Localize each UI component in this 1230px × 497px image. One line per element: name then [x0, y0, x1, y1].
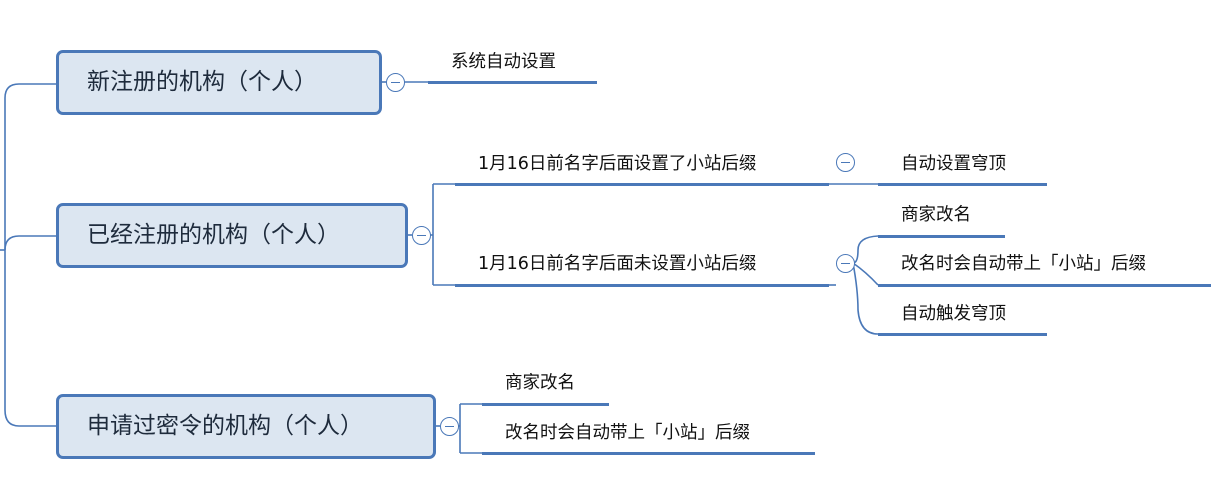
leaf-rename-suffix: 改名时会自动带上「小站」后缀 [901, 254, 1146, 274]
collapse-branch-2a-icon[interactable] [836, 153, 855, 172]
branch-suffix-not-set: 1月16日前名字后面未设置小站后缀 [478, 254, 757, 274]
leaf-underline [878, 284, 1211, 287]
branch-underline [455, 183, 829, 186]
leaf-underline [428, 81, 597, 84]
collapse-topic-1-icon[interactable] [386, 73, 405, 92]
topic-label: 新注册的机构（个人） [87, 69, 317, 95]
leaf-underline [878, 183, 1047, 186]
leaf-underline [482, 403, 609, 406]
leaf-merchant-rename: 商家改名 [505, 373, 575, 393]
leaf-merchant-rename: 商家改名 [901, 205, 971, 225]
collapse-topic-2-icon[interactable] [412, 226, 431, 245]
leaf-auto-trigger-dome: 自动触发穹顶 [901, 304, 1006, 324]
leaf-auto-dome: 自动设置穹顶 [901, 154, 1006, 174]
collapse-branch-2b-icon[interactable] [836, 254, 855, 273]
leaf-rename-suffix: 改名时会自动带上「小站」后缀 [505, 423, 750, 443]
leaf-underline [878, 235, 1005, 238]
leaf-auto-set: 系统自动设置 [451, 52, 556, 72]
branch-suffix-set: 1月16日前名字后面设置了小站后缀 [478, 154, 757, 174]
collapse-topic-3-icon[interactable] [440, 417, 459, 436]
topic-label: 已经注册的机构（个人） [87, 222, 340, 248]
branch-underline [455, 284, 829, 287]
leaf-underline [878, 333, 1047, 336]
topic-applied-passcode[interactable]: 申请过密令的机构（个人） [56, 394, 436, 459]
topic-label: 申请过密令的机构（个人） [87, 413, 363, 439]
leaf-underline [482, 452, 815, 455]
topic-already-registered[interactable]: 已经注册的机构（个人） [56, 203, 408, 268]
topic-new-registered[interactable]: 新注册的机构（个人） [56, 50, 382, 115]
